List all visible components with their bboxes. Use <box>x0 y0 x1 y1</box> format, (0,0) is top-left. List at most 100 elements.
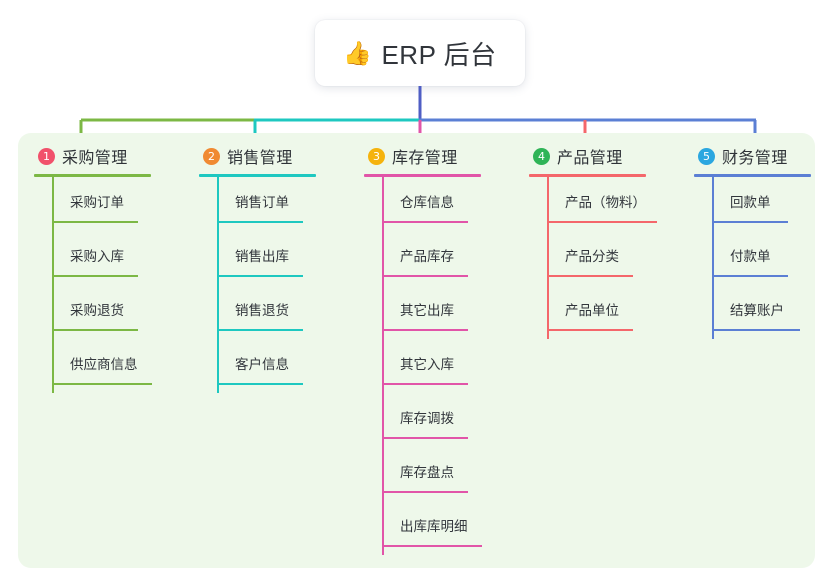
branch-item-label: 出库库明细 <box>400 519 468 534</box>
branch-heading-2[interactable]: 2 销售管理 <box>199 144 316 168</box>
branch-spine <box>52 177 54 393</box>
branch-item[interactable]: 采购订单 <box>34 177 151 231</box>
branch-item-rule <box>217 275 303 277</box>
branch-item-rule <box>382 437 468 439</box>
branch-item-label: 库存盘点 <box>400 465 454 480</box>
branch-item[interactable]: 库存调拨 <box>364 393 481 447</box>
branch-item-label: 采购订单 <box>70 195 124 210</box>
branch-item-rule <box>217 383 303 385</box>
branch-item-list: 产品（物料） 产品分类产品单位 <box>529 177 657 339</box>
branch-heading-rule <box>364 174 481 177</box>
branch-item[interactable]: 供应商信息 <box>34 339 152 393</box>
branch-heading-rule <box>694 174 811 177</box>
branch-heading-1[interactable]: 1 采购管理 <box>34 144 151 168</box>
branch-index-badge: 3 <box>368 147 385 165</box>
branch-index-badge: 5 <box>698 147 715 165</box>
diagram-panel <box>18 133 815 568</box>
branch-item-label: 仓库信息 <box>400 195 454 210</box>
branch-heading-5[interactable]: 5 财务管理 <box>694 144 811 168</box>
branch-item-rule <box>382 221 468 223</box>
branch-item-label: 采购入库 <box>70 249 124 264</box>
branch-item-label: 销售订单 <box>235 195 289 210</box>
root-node-erp-backend[interactable]: 👍 ERP 后台 <box>315 20 525 86</box>
branch-item-list: 销售订单销售出库销售退货客户信息 <box>199 177 316 393</box>
branch-item-label: 产品单位 <box>565 303 619 318</box>
branch-item[interactable]: 出库库明细 <box>364 501 482 555</box>
branch-item-label: 销售退货 <box>235 303 289 318</box>
branch-item-rule <box>52 275 138 277</box>
branch-item[interactable]: 其它出库 <box>364 285 481 339</box>
branch-item-label: 其它入库 <box>400 357 454 372</box>
branch-item-rule <box>217 221 303 223</box>
branch-title: 采购管理 <box>62 150 128 167</box>
branch-item-rule <box>382 545 482 547</box>
branch-item[interactable]: 采购退货 <box>34 285 151 339</box>
branch-item-rule <box>52 383 152 385</box>
branch-spine <box>712 177 714 339</box>
branch-column-2[interactable]: 2 销售管理销售订单销售出库销售退货客户信息 <box>199 144 316 393</box>
branch-item[interactable]: 其它入库 <box>364 339 481 393</box>
branch-item-rule <box>382 329 468 331</box>
branch-item[interactable]: 产品单位 <box>529 285 646 339</box>
branch-spine <box>382 177 384 555</box>
branch-item-label: 结算账户 <box>730 303 784 318</box>
branch-spine <box>547 177 549 339</box>
branch-item-label: 采购退货 <box>70 303 124 318</box>
branch-item-label: 产品库存 <box>400 249 454 264</box>
branch-item[interactable]: 销售退货 <box>199 285 316 339</box>
branch-item-label: 产品（物料） <box>565 195 646 210</box>
branch-heading-3[interactable]: 3 库存管理 <box>364 144 481 168</box>
branch-item-label: 其它出库 <box>400 303 454 318</box>
branch-item-rule <box>52 221 138 223</box>
branch-item-list: 回款单付款单结算账户 <box>694 177 811 339</box>
branch-item[interactable]: 产品分类 <box>529 231 646 285</box>
branch-heading-rule <box>529 174 646 177</box>
thumbs-up-icon: 👍 <box>343 39 373 66</box>
branch-item-rule <box>382 491 468 493</box>
branch-index-badge: 4 <box>533 147 550 165</box>
branch-item-rule <box>547 329 633 331</box>
branch-item[interactable]: 采购入库 <box>34 231 151 285</box>
branch-item[interactable]: 产品（物料） <box>529 177 657 231</box>
branch-item-label: 产品分类 <box>565 249 619 264</box>
branch-item-label: 付款单 <box>730 249 771 264</box>
branch-index-badge: 1 <box>38 147 55 165</box>
branch-column-1[interactable]: 1 采购管理采购订单采购入库采购退货供应商信息 <box>34 144 152 393</box>
branch-spine <box>217 177 219 393</box>
branch-item-list: 仓库信息产品库存其它出库其它入库库存调拨库存盘点出库库明细 <box>364 177 482 555</box>
branch-item-rule <box>382 275 468 277</box>
branch-title: 产品管理 <box>557 150 623 167</box>
branch-item[interactable]: 仓库信息 <box>364 177 481 231</box>
branch-item-rule <box>217 329 303 331</box>
branch-title: 销售管理 <box>227 150 293 167</box>
branch-column-4[interactable]: 4 产品管理产品（物料） 产品分类产品单位 <box>529 144 657 339</box>
branch-item[interactable]: 结算账户 <box>694 285 811 339</box>
branch-item-label: 回款单 <box>730 195 771 210</box>
root-node-title: ERP 后台 <box>381 39 497 70</box>
root-node-label: 👍 ERP 后台 <box>343 35 496 72</box>
branch-column-5[interactable]: 5 财务管理回款单付款单结算账户 <box>694 144 811 339</box>
branch-item-rule <box>52 329 138 331</box>
branch-title: 库存管理 <box>392 150 458 167</box>
branch-item-rule <box>712 221 788 223</box>
branch-item[interactable]: 客户信息 <box>199 339 316 393</box>
branch-item-label: 库存调拨 <box>400 411 454 426</box>
branch-item-label: 销售出库 <box>235 249 289 264</box>
branch-item-list: 采购订单采购入库采购退货供应商信息 <box>34 177 152 393</box>
branch-item-label: 供应商信息 <box>70 357 138 372</box>
branch-index-badge: 2 <box>203 147 220 165</box>
branch-item-rule <box>547 275 633 277</box>
branch-item[interactable]: 产品库存 <box>364 231 481 285</box>
branch-column-3[interactable]: 3 库存管理仓库信息产品库存其它出库其它入库库存调拨库存盘点出库库明细 <box>364 144 482 555</box>
branch-item-rule <box>382 383 468 385</box>
branch-item[interactable]: 销售出库 <box>199 231 316 285</box>
branch-item-label: 客户信息 <box>235 357 289 372</box>
branch-item[interactable]: 库存盘点 <box>364 447 481 501</box>
branch-title: 财务管理 <box>722 150 788 167</box>
branch-heading-4[interactable]: 4 产品管理 <box>529 144 646 168</box>
branch-item[interactable]: 付款单 <box>694 231 811 285</box>
branch-item[interactable]: 销售订单 <box>199 177 316 231</box>
branch-item-rule <box>712 329 800 331</box>
branch-item[interactable]: 回款单 <box>694 177 811 231</box>
